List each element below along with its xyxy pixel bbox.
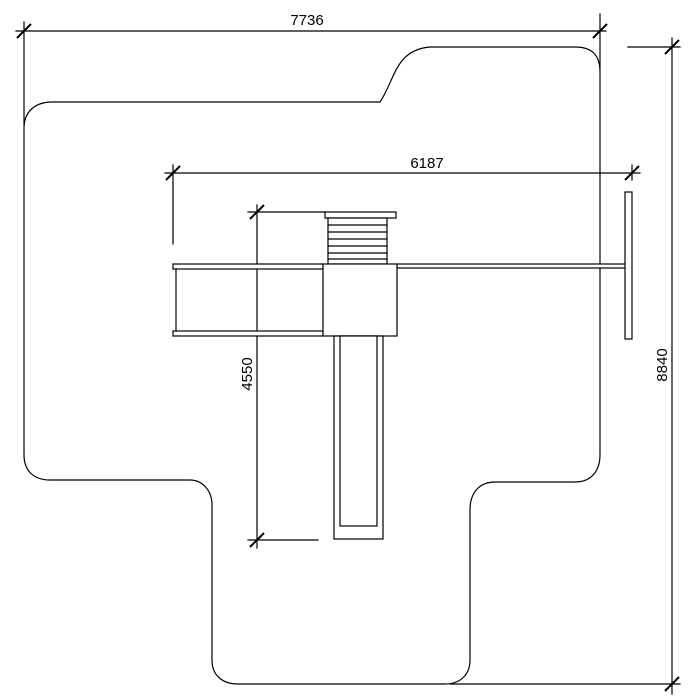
tick-mark	[249, 204, 265, 220]
swing-beam	[396, 263, 632, 269]
structure-depth-dimension: 4550	[239, 204, 326, 549]
overall-depth-dimension: 8840	[449, 37, 681, 695]
ladder-top-step	[324, 211, 397, 219]
overall-width-dimension: 7736	[15, 12, 608, 125]
structure-width-label: 6187	[410, 155, 443, 172]
tower-platform	[322, 263, 398, 337]
overall-width-label: 7736	[290, 12, 323, 29]
structure-depth-label: 4550	[239, 357, 256, 390]
tick-mark	[249, 532, 265, 548]
tick-mark	[165, 165, 181, 181]
play-structure	[172, 191, 633, 540]
tick-mark	[664, 676, 680, 692]
tick-mark	[592, 23, 608, 39]
lower-deck-bottom-rail	[172, 330, 324, 337]
safety-zone-outline	[23, 46, 601, 685]
tick-mark	[664, 39, 680, 55]
structure-width-dimension: 6187	[164, 155, 641, 245]
tick-mark	[624, 165, 640, 181]
lower-deck-top-rail	[172, 263, 324, 270]
tick-mark	[16, 23, 32, 39]
slide-bed	[339, 335, 378, 527]
overall-depth-label: 8840	[654, 348, 671, 381]
swing-a-frame-leg	[624, 191, 633, 340]
